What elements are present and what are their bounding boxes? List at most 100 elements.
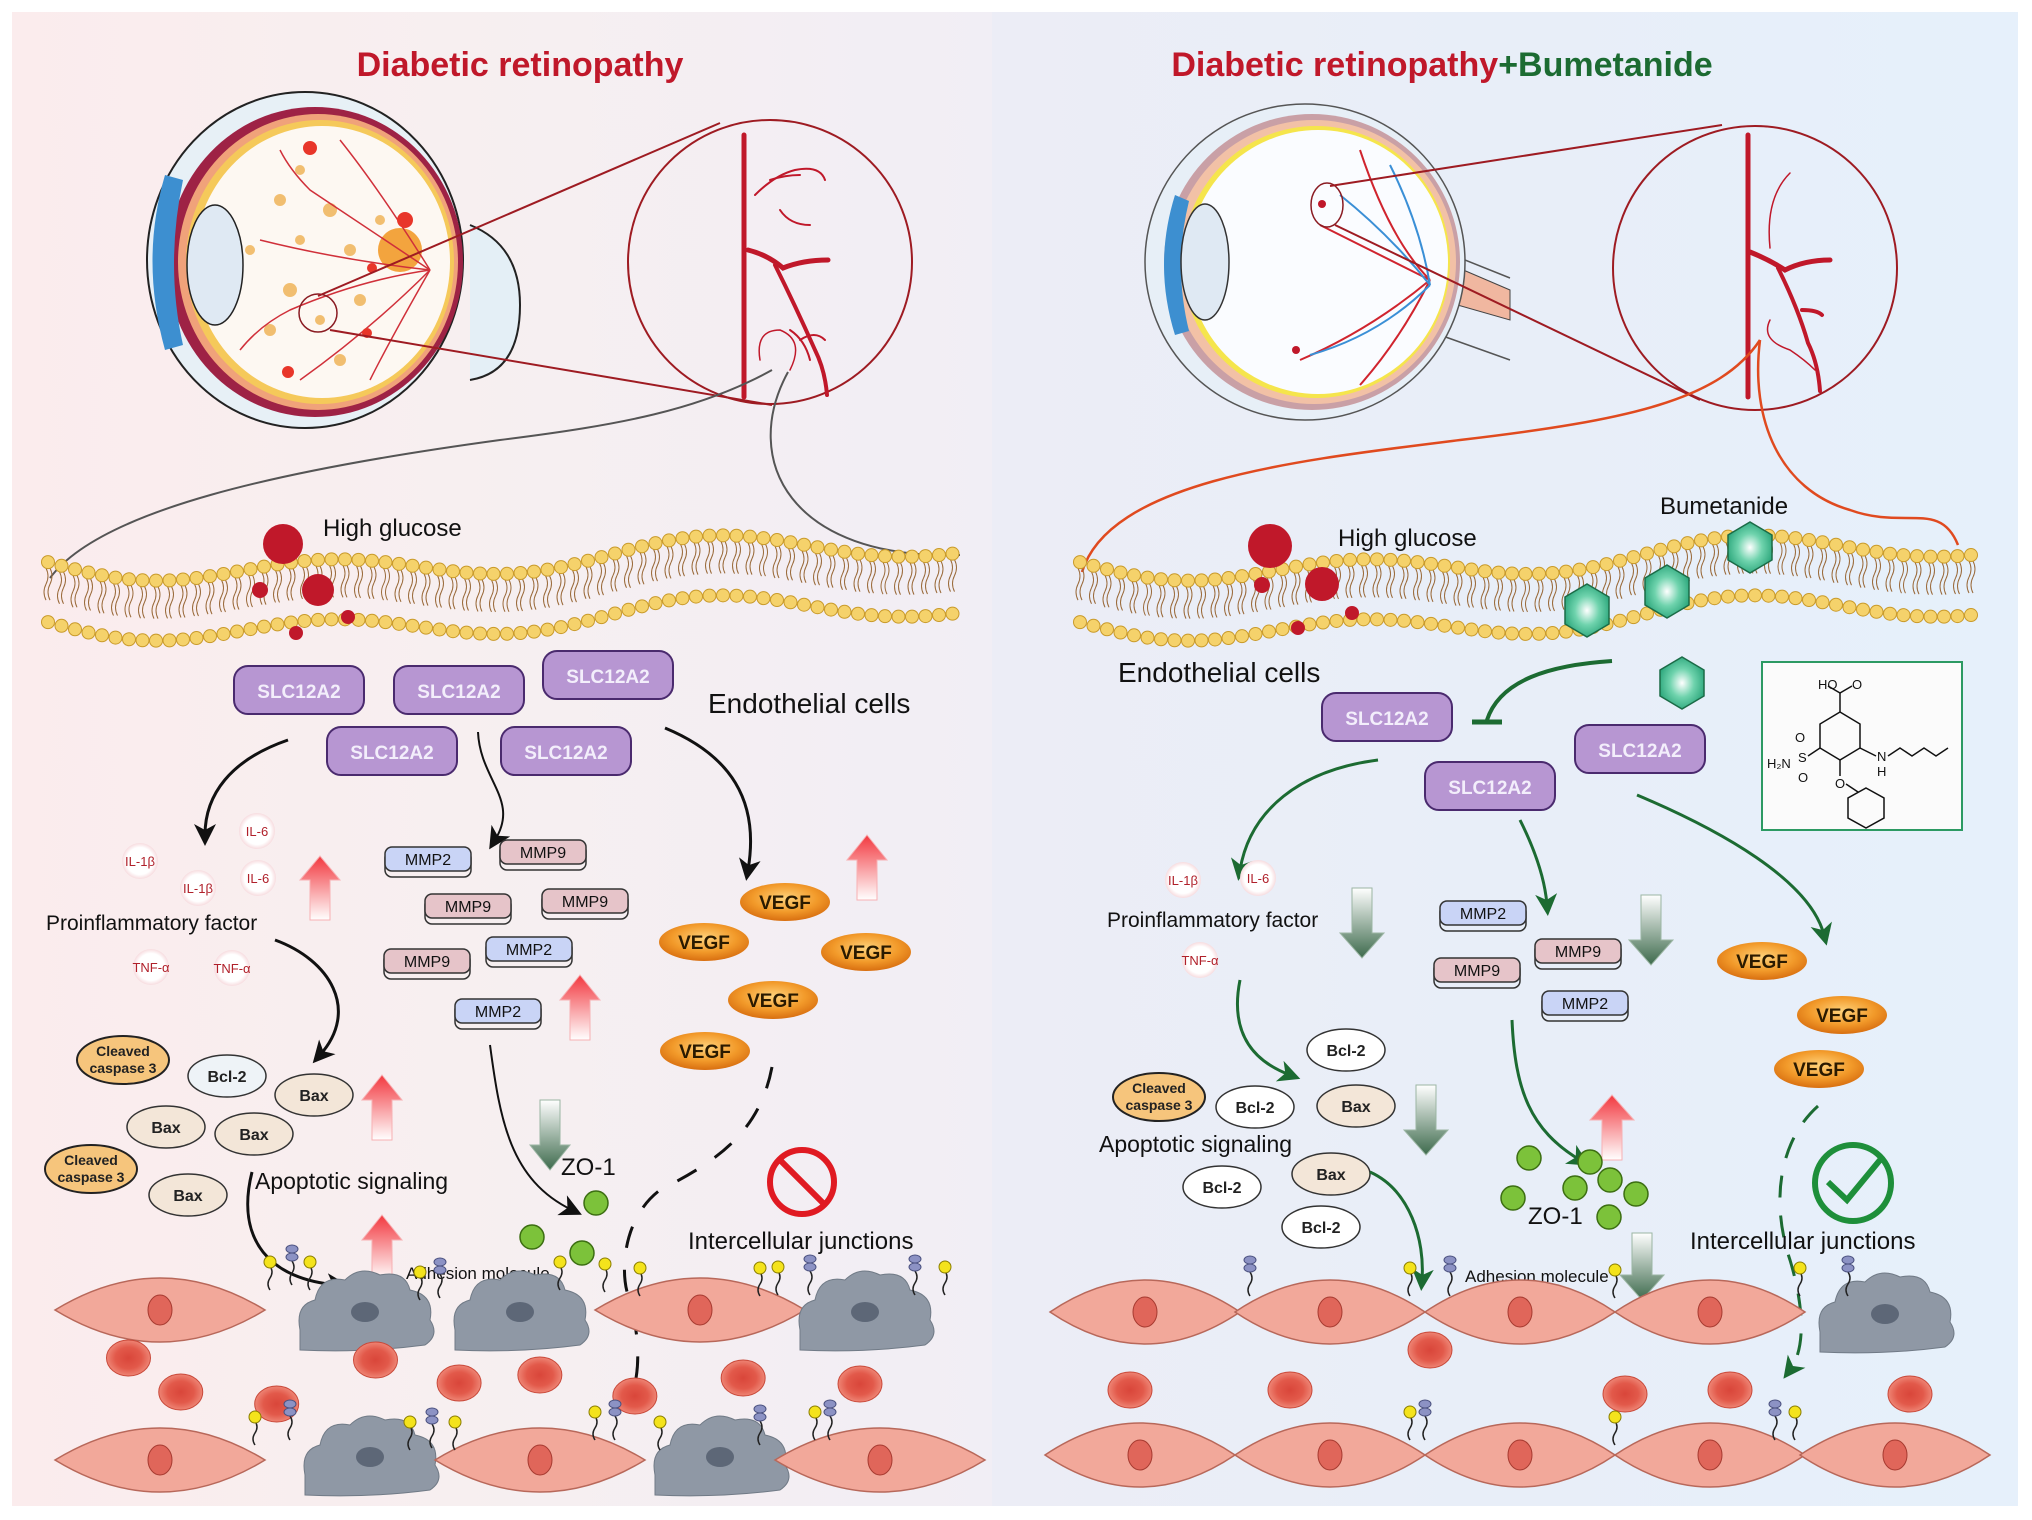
- lipid-head: [702, 528, 717, 543]
- pathway-arrow: [1369, 1170, 1434, 1291]
- lipid-head: [1707, 531, 1722, 546]
- lipid-head: [540, 622, 555, 637]
- lipid-head: [1275, 622, 1290, 637]
- adhesion-molecule: [425, 1407, 439, 1417]
- lipid-head: [716, 588, 730, 603]
- svg-text:SLC12A2: SLC12A2: [257, 682, 340, 703]
- slc12a2-box: SLC12A2: [1574, 724, 1706, 774]
- pathway-arrow: [274, 938, 340, 1064]
- lipid-head: [1559, 564, 1573, 579]
- mmp-cluster: MMP2 MMP9 MMP9 MMP2: [1433, 900, 1629, 1022]
- slc12a2-box: SLC12A2: [393, 665, 525, 715]
- lipid-head: [594, 550, 609, 565]
- lipid-head: [770, 593, 784, 608]
- svg-text:Bax: Bax: [1341, 1099, 1370, 1116]
- lipid-head: [824, 542, 838, 557]
- lipid-head: [1829, 537, 1843, 552]
- lipid-head: [1154, 632, 1168, 647]
- adhesion-molecule: [808, 1405, 822, 1419]
- lipid-head: [1626, 610, 1641, 625]
- vessel-zoom-circle: [1612, 125, 1898, 411]
- svg-text:S: S: [1798, 750, 1807, 765]
- lipid-head: [405, 618, 420, 633]
- lipid-head: [1127, 628, 1141, 643]
- lipid-head: [135, 573, 150, 588]
- svg-text:MMP9: MMP9: [445, 899, 491, 916]
- slc12a2-cluster: SLC12A2 SLC12A2 SLC12A2: [1321, 692, 1706, 811]
- adhesion-molecule: [283, 1399, 297, 1409]
- lipid-head: [1842, 600, 1857, 615]
- lipid-head: [824, 602, 838, 617]
- glucose-molecules: [1248, 524, 1359, 635]
- lipid-head: [41, 615, 55, 630]
- svg-text:H₂N: H₂N: [1767, 756, 1791, 771]
- lipid-head: [594, 610, 609, 625]
- lipid-head: [527, 564, 541, 579]
- bumetanide-structure: HO O O S O H₂N N H O: [1761, 661, 1963, 831]
- blood-vessel-cells: [53, 1244, 987, 1497]
- lipid-head: [743, 529, 757, 544]
- svg-text:VEGF: VEGF: [840, 943, 892, 964]
- lipid-head: [432, 562, 447, 577]
- lipid-head: [675, 531, 690, 546]
- lipid-head: [837, 544, 852, 559]
- lipid-head: [1424, 556, 1438, 571]
- lipid-head: [621, 542, 636, 557]
- lipid-head: [1397, 613, 1411, 628]
- pathway-arrow: [664, 726, 761, 881]
- svg-text:caspase 3: caspase 3: [58, 1169, 125, 1185]
- lipid-head: [810, 600, 825, 615]
- lipid-head: [1140, 570, 1155, 585]
- lipid-head: [1208, 632, 1222, 647]
- inhibition-line: [1485, 659, 1613, 721]
- lipid-head: [891, 609, 906, 624]
- increase-arrow: [298, 855, 342, 921]
- increase-arrow: [1588, 1094, 1636, 1161]
- lipid-head: [243, 562, 258, 577]
- lipid-head: [797, 537, 811, 552]
- svg-text:SLC12A2: SLC12A2: [524, 743, 607, 764]
- lipid-head: [176, 572, 190, 587]
- vessel-zoom-circle: [627, 119, 913, 405]
- lipid-head: [230, 564, 244, 579]
- lipid-head: [1505, 566, 1519, 581]
- lipid-head: [189, 571, 204, 586]
- lipid-head: [756, 591, 771, 606]
- glucose-molecules: [252, 524, 355, 640]
- lipid-head: [1788, 591, 1803, 606]
- damaged-nucleus: [1871, 1304, 1899, 1324]
- pathway-arrow: [1510, 1019, 1590, 1166]
- lipid-head: [648, 536, 663, 551]
- svg-text:VEGF: VEGF: [759, 893, 811, 914]
- lipid-head: [1545, 626, 1560, 641]
- zoom-line: [329, 329, 773, 406]
- red-blood-cell: [720, 1359, 766, 1397]
- lipid-head: [108, 630, 123, 645]
- connector-curve: [49, 369, 773, 579]
- lipid-head: [365, 613, 379, 628]
- lipid-head: [1397, 553, 1411, 568]
- lipid-head: [1788, 531, 1803, 546]
- lipid-head: [473, 566, 487, 581]
- adhesion-molecule: [803, 1254, 817, 1264]
- adhesion-molecule: [413, 1265, 427, 1279]
- svg-text:MMP2: MMP2: [1460, 906, 1506, 923]
- adhesion-molecule: [1608, 1410, 1622, 1424]
- lipid-head: [945, 546, 960, 561]
- high-glucose-label: High glucose: [1338, 525, 1477, 552]
- adhesion-molecule: [433, 1257, 447, 1267]
- lipid-head: [932, 608, 946, 623]
- lipid-head: [1640, 546, 1654, 561]
- damaged-nucleus: [851, 1302, 879, 1322]
- lipid-head: [1964, 548, 1978, 563]
- svg-text:VEGF: VEGF: [1736, 952, 1788, 973]
- lipid-head: [1586, 560, 1600, 575]
- prohibited-icon: [767, 1147, 837, 1217]
- lipid-head: [419, 620, 433, 635]
- lipid-head: [297, 613, 312, 628]
- proinflammatory-factor-label: Proinflammatory factor: [1107, 909, 1318, 932]
- lipid-head: [635, 599, 649, 614]
- lipid-head: [554, 560, 568, 575]
- red-blood-cell: [517, 1356, 563, 1394]
